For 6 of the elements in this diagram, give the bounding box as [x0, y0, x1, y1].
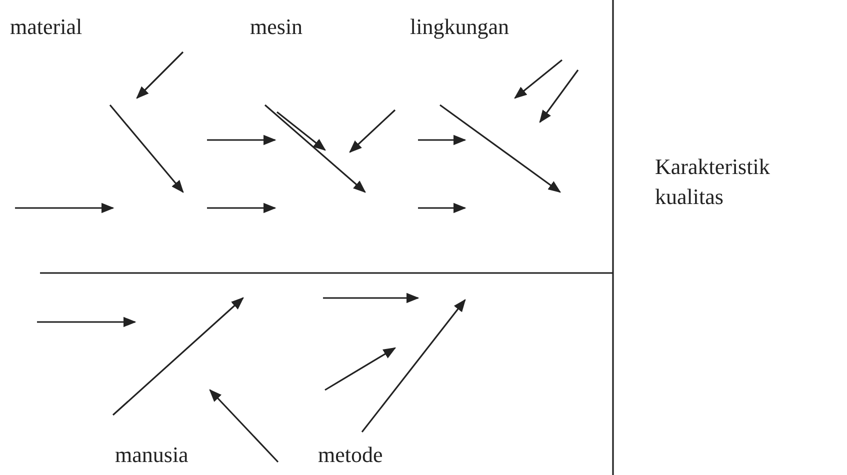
- effect-label: Karakteristik kualitas: [655, 153, 771, 211]
- branch-label: material: [10, 13, 82, 41]
- branch-label: manusia: [115, 441, 188, 469]
- branch-label: mesin: [250, 13, 303, 41]
- branch-label: lingkungan: [410, 13, 509, 41]
- branch-label: metode: [318, 441, 383, 469]
